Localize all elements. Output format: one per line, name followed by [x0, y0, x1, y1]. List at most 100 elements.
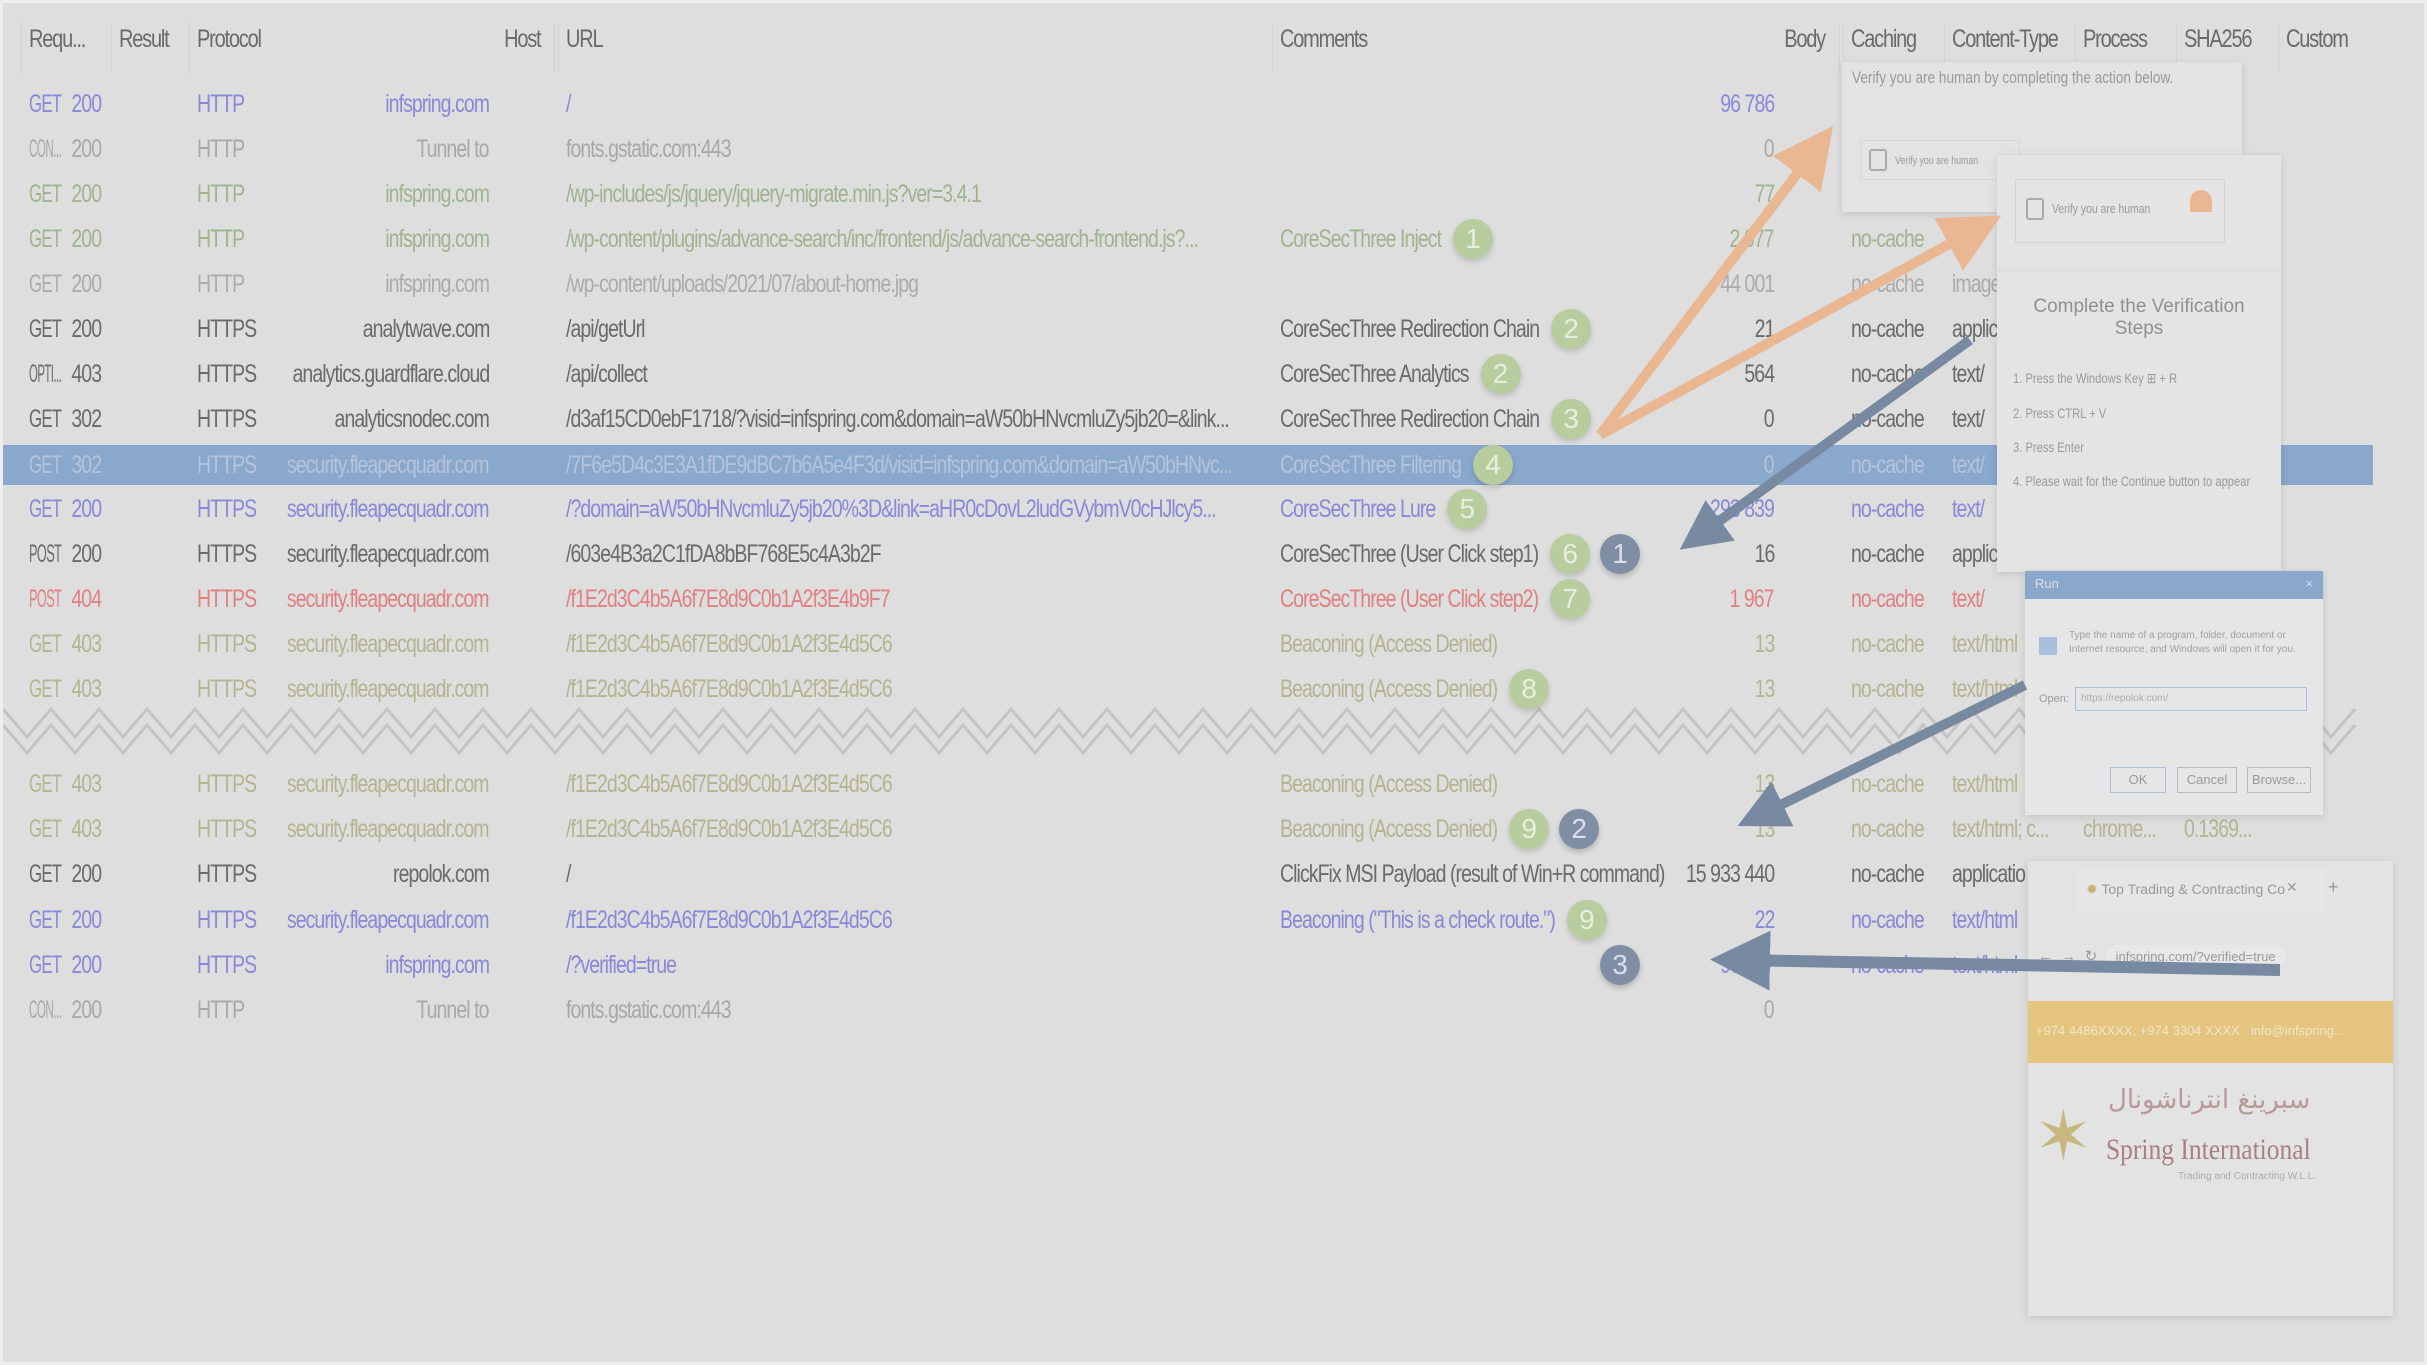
column-header-protocol[interactable]: Protocol — [197, 25, 262, 53]
browse-button[interactable]: Browse... — [2247, 767, 2311, 793]
column-header-process[interactable]: Process — [2083, 25, 2148, 53]
url-cell: /api/getUrl — [566, 315, 646, 343]
cancel-button[interactable]: Cancel — [2177, 767, 2237, 793]
comment-cell: Beaconing ("This is a check route.") — [1280, 906, 1556, 934]
content-type-cell: text/ — [1952, 405, 1985, 433]
comment-cell: Beaconing (Access Denied) — [1280, 815, 1498, 843]
method-cell: CON... — [29, 135, 62, 163]
column-divider[interactable] — [1944, 23, 1945, 73]
method-cell: GET — [29, 951, 62, 979]
result-cell: 403 — [71, 815, 102, 843]
method-cell: GET — [29, 630, 62, 658]
column-header-content-type[interactable]: Content-Type — [1952, 25, 2059, 53]
comment-cell: Beaconing (Access Denied) — [1280, 630, 1498, 658]
column-divider[interactable] — [554, 23, 555, 73]
body-cell: 13 — [1754, 630, 1775, 658]
method-cell: GET — [29, 315, 62, 343]
new-tab-icon[interactable]: + — [2328, 877, 2339, 897]
cloud-logo-icon — [2190, 190, 2212, 212]
screenshot-badge: 1 — [1600, 534, 1641, 574]
content-type-cell: text/ — [1952, 585, 1985, 613]
comment-cell: CoreSecThree (User Click step1) — [1280, 540, 1539, 568]
column-divider[interactable] — [558, 23, 559, 73]
result-cell: 200 — [71, 906, 102, 934]
body-cell: 96 786 — [1719, 90, 1775, 118]
captcha-checkbox-label: Verify you are human — [1895, 154, 1979, 167]
column-header-sha256[interactable]: SHA256 — [2184, 25, 2253, 53]
host-cell: infspring.com — [385, 90, 490, 118]
browser-tab[interactable]: ✹ Top Trading & Contracting Co — [2076, 869, 2326, 913]
body-cell: 44 001 — [1719, 270, 1775, 298]
browser-window: ✹ Top Trading & Contracting Co ✕ + ← → ↻… — [2028, 861, 2393, 1316]
result-cell: 403 — [71, 360, 102, 388]
column-divider[interactable] — [189, 23, 190, 73]
column-divider[interactable] — [1839, 23, 1840, 73]
column-header-host[interactable]: Host — [503, 25, 542, 53]
body-cell: 21 — [1754, 315, 1775, 343]
method-cell: GET — [29, 860, 62, 888]
body-cell: 77 — [1754, 180, 1775, 208]
column-divider[interactable] — [2176, 23, 2177, 73]
comment-cell: CoreSecThree Analytics — [1280, 360, 1470, 388]
body-cell: 1 967 — [1729, 585, 1775, 613]
column-divider[interactable] — [21, 23, 22, 73]
open-input[interactable]: https://repolok.com/ — [2075, 687, 2307, 711]
verification-steps-panel: Complete the Verification Steps 1. Press… — [1997, 272, 2281, 572]
step-badge: 9 — [1566, 900, 1607, 940]
column-header-caching[interactable]: Caching — [1851, 25, 1917, 53]
captcha-checkbox[interactable] — [1869, 149, 1887, 171]
comment-cell: Beaconing (Access Denied) — [1280, 770, 1498, 798]
tab-close-icon[interactable]: ✕ — [2286, 879, 2298, 895]
ok-button[interactable]: OK — [2110, 767, 2166, 793]
tab-title: Top Trading & Contracting Co — [2101, 881, 2286, 897]
column-header-body[interactable]: Body — [1784, 25, 1826, 53]
column-divider[interactable] — [1843, 23, 1844, 73]
column-divider[interactable] — [2075, 23, 2076, 73]
column-header-result[interactable]: Result — [119, 25, 170, 53]
column-header-request[interactable]: Requ... — [29, 25, 86, 53]
logo-arabic: سبرينغ انترناشونال — [2108, 1085, 2311, 1115]
result-cell: 403 — [71, 630, 102, 658]
column-header-comments[interactable]: Comments — [1280, 25, 1368, 53]
method-cell: GET — [29, 815, 62, 843]
orange-arrow — [1597, 215, 2002, 440]
content-type-cell: image/ — [1952, 270, 2006, 298]
body-cell: 22 — [1754, 906, 1775, 934]
result-cell: 200 — [71, 951, 102, 979]
column-divider[interactable] — [2278, 23, 2279, 73]
column-divider[interactable] — [1272, 23, 1273, 73]
content-type-cell: text/ — [1952, 360, 1985, 388]
method-cell: GET — [29, 495, 62, 523]
protocol-cell: HTTP — [197, 270, 245, 298]
content-type-cell: text/html — [1952, 770, 2018, 798]
captcha-checkbox[interactable] — [2026, 198, 2044, 220]
host-cell: infspring.com — [385, 951, 490, 979]
blue-arrow — [1737, 680, 2028, 827]
column-divider[interactable] — [111, 23, 112, 73]
column-header-url[interactable]: URL — [566, 25, 604, 53]
method-cell: GET — [29, 451, 62, 479]
column-header-custom[interactable]: Custom — [2286, 25, 2349, 53]
close-icon[interactable]: × — [2305, 576, 2313, 591]
host-cell: analyticsnodec.com — [334, 405, 490, 433]
content-type-cell: text/html; c... — [1952, 815, 2049, 843]
contact-email[interactable]: info@infspring... — [2250, 1023, 2345, 1038]
sha256-cell: 0.1369... — [2184, 815, 2252, 843]
